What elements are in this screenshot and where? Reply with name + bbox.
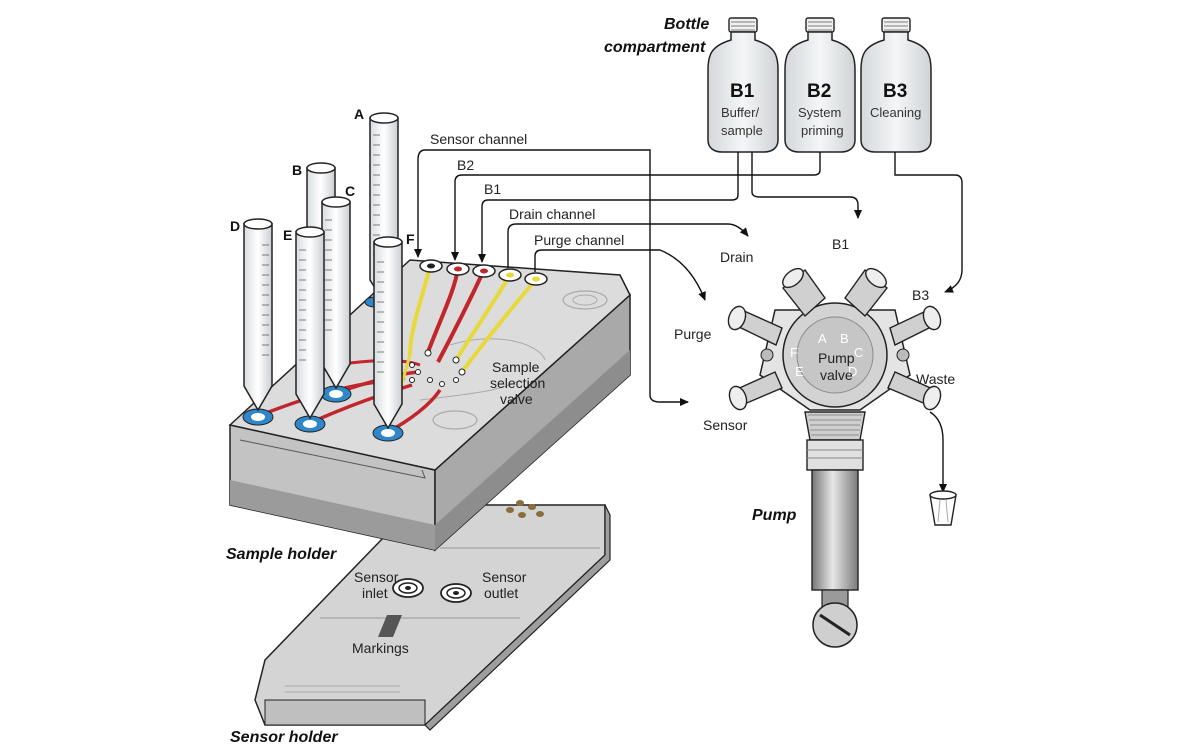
sensor-marking [378,615,402,637]
bottle-b2-line2: priming [801,123,844,138]
bottle-b3: B3 Cleaning [860,17,932,153]
tube-c-label: C [345,183,355,199]
tube-a-label: A [354,106,364,122]
sensor-channel-label: Sensor channel [430,131,527,147]
bottle-b2: B2 System priming [784,17,856,153]
sample-valve-label-1: Sample [492,359,540,375]
sensor-contacts [506,500,544,518]
tube-e [295,226,325,420]
tube-d [243,218,273,412]
bottle-b1-id: B1 [730,81,755,102]
tube-c [321,196,351,390]
waste-cup [929,490,957,526]
bottle-b2-id: B2 [807,81,831,102]
sample-holder-ports [419,259,548,286]
b2-channel-label: B2 [457,157,474,173]
pump-drain-label: Drain [720,249,753,265]
sample-holder-title: Sample holder [226,546,337,563]
sensor-inlet-label-2: inlet [362,585,388,601]
pump-valve-port-purge [727,305,783,346]
sample-holder [228,259,631,552]
sensor-inlet-label-1: Sensor [354,569,399,585]
sample-valve-label-2: selection [490,375,545,391]
pump-valve-port-b3 [889,305,942,347]
pump-purge-label: Purge [674,326,712,342]
pump-port-a: A [818,331,827,346]
pump-b1-label: B1 [832,236,849,252]
sensor-holder-title: Sensor holder [230,729,338,746]
bottle-compartment-title-1: Bottle [664,16,709,33]
pump-sensor-label: Sensor [703,417,748,433]
drain-channel-label: Drain channel [509,206,595,222]
pump-title: Pump [752,507,797,524]
tube-f [373,236,403,430]
b1-channel-label: B1 [484,181,501,197]
bottle-compartment-title-2: compartment [604,39,706,56]
bottle-b3-line1: Cleaning [870,105,921,120]
sensor-inlet-port [392,578,424,598]
pump-b3-label: B3 [912,287,929,303]
pump-valve-port-b1 [844,267,888,318]
bottle-b2-line1: System [798,105,841,120]
sensor-holder: Sensor inlet Sensor outlet Markings Sens… [230,500,611,746]
pump [804,411,866,648]
pump-port-d: D [848,364,857,379]
purge-channel-label: Purge channel [534,232,624,248]
markings-label: Markings [352,640,409,656]
pump-waste-label: Waste [916,371,955,387]
pump-valve-label-1: Pump [818,350,855,366]
pump-port-f: F [790,345,798,360]
pump-valve-port-drain [782,267,826,318]
pump-port-b: B [840,331,849,346]
tube-e-label: E [283,227,292,243]
bottle-b3-id: B3 [883,81,907,102]
pump-port-e: E [795,364,804,379]
sample-valve-label-3: valve [500,391,533,407]
tube-f-label: F [406,231,415,247]
pump-valve: A B C D E F Pump valve [727,267,942,411]
bottle-b1-line1: Buffer/ [721,105,759,120]
pump-valve-port-waste [887,371,942,411]
pump-valve-port-sensor [728,371,783,411]
bottle-b1: B1 Buffer/ sample [707,17,779,153]
pump-valve-label-2: valve [820,367,853,383]
sensor-outlet-label-1: Sensor [482,569,527,585]
bottle-b1-line2: sample [721,123,763,138]
tube-d-label: D [230,218,240,234]
sensor-outlet-port [440,583,472,603]
tube-b-label: B [292,162,302,178]
pump-port-c: C [854,345,863,360]
sensor-outlet-label-2: outlet [484,585,518,601]
connection-lines [414,149,963,493]
